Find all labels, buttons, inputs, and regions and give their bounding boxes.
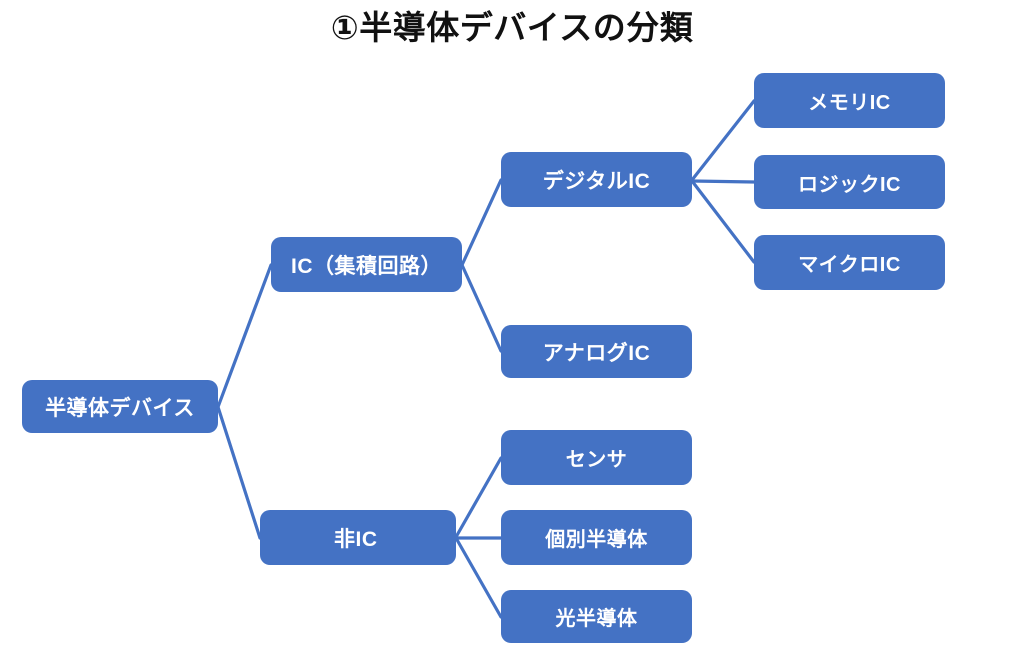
node-non-ic[interactable]: 非IC [260, 510, 456, 565]
page-title: ①半導体デバイスの分類 [330, 9, 694, 46]
node-semiconductor-device[interactable]: 半導体デバイス [22, 380, 218, 433]
node-ic[interactable]: IC（集積回路） [271, 237, 462, 292]
edge-digital-to-logic [690, 179, 756, 184]
node-optical-semiconductor[interactable]: 光半導体 [501, 590, 692, 643]
node-memory-ic[interactable]: メモリIC [754, 73, 945, 128]
edge-ic-to-analog [460, 263, 503, 353]
node-digital-ic[interactable]: デジタルIC [501, 152, 692, 207]
edge-nonic-to-opto [454, 536, 503, 619]
node-sensor[interactable]: センサ [501, 430, 692, 485]
node-micro-ic[interactable]: マイクロIC [754, 235, 945, 290]
edge-digital-to-memory [690, 99, 756, 182]
edge-ic-to-digital [460, 178, 503, 267]
edge-digital-to-micro [690, 179, 756, 264]
node-analog-ic[interactable]: アナログIC [501, 325, 692, 378]
edge-root-to-ic [216, 263, 273, 409]
edge-nonic-to-sensor [454, 456, 503, 539]
node-logic-ic[interactable]: ロジックIC [754, 155, 945, 209]
node-discrete-semiconductor[interactable]: 個別半導体 [501, 510, 692, 565]
edge-root-to-nonic [216, 405, 262, 540]
